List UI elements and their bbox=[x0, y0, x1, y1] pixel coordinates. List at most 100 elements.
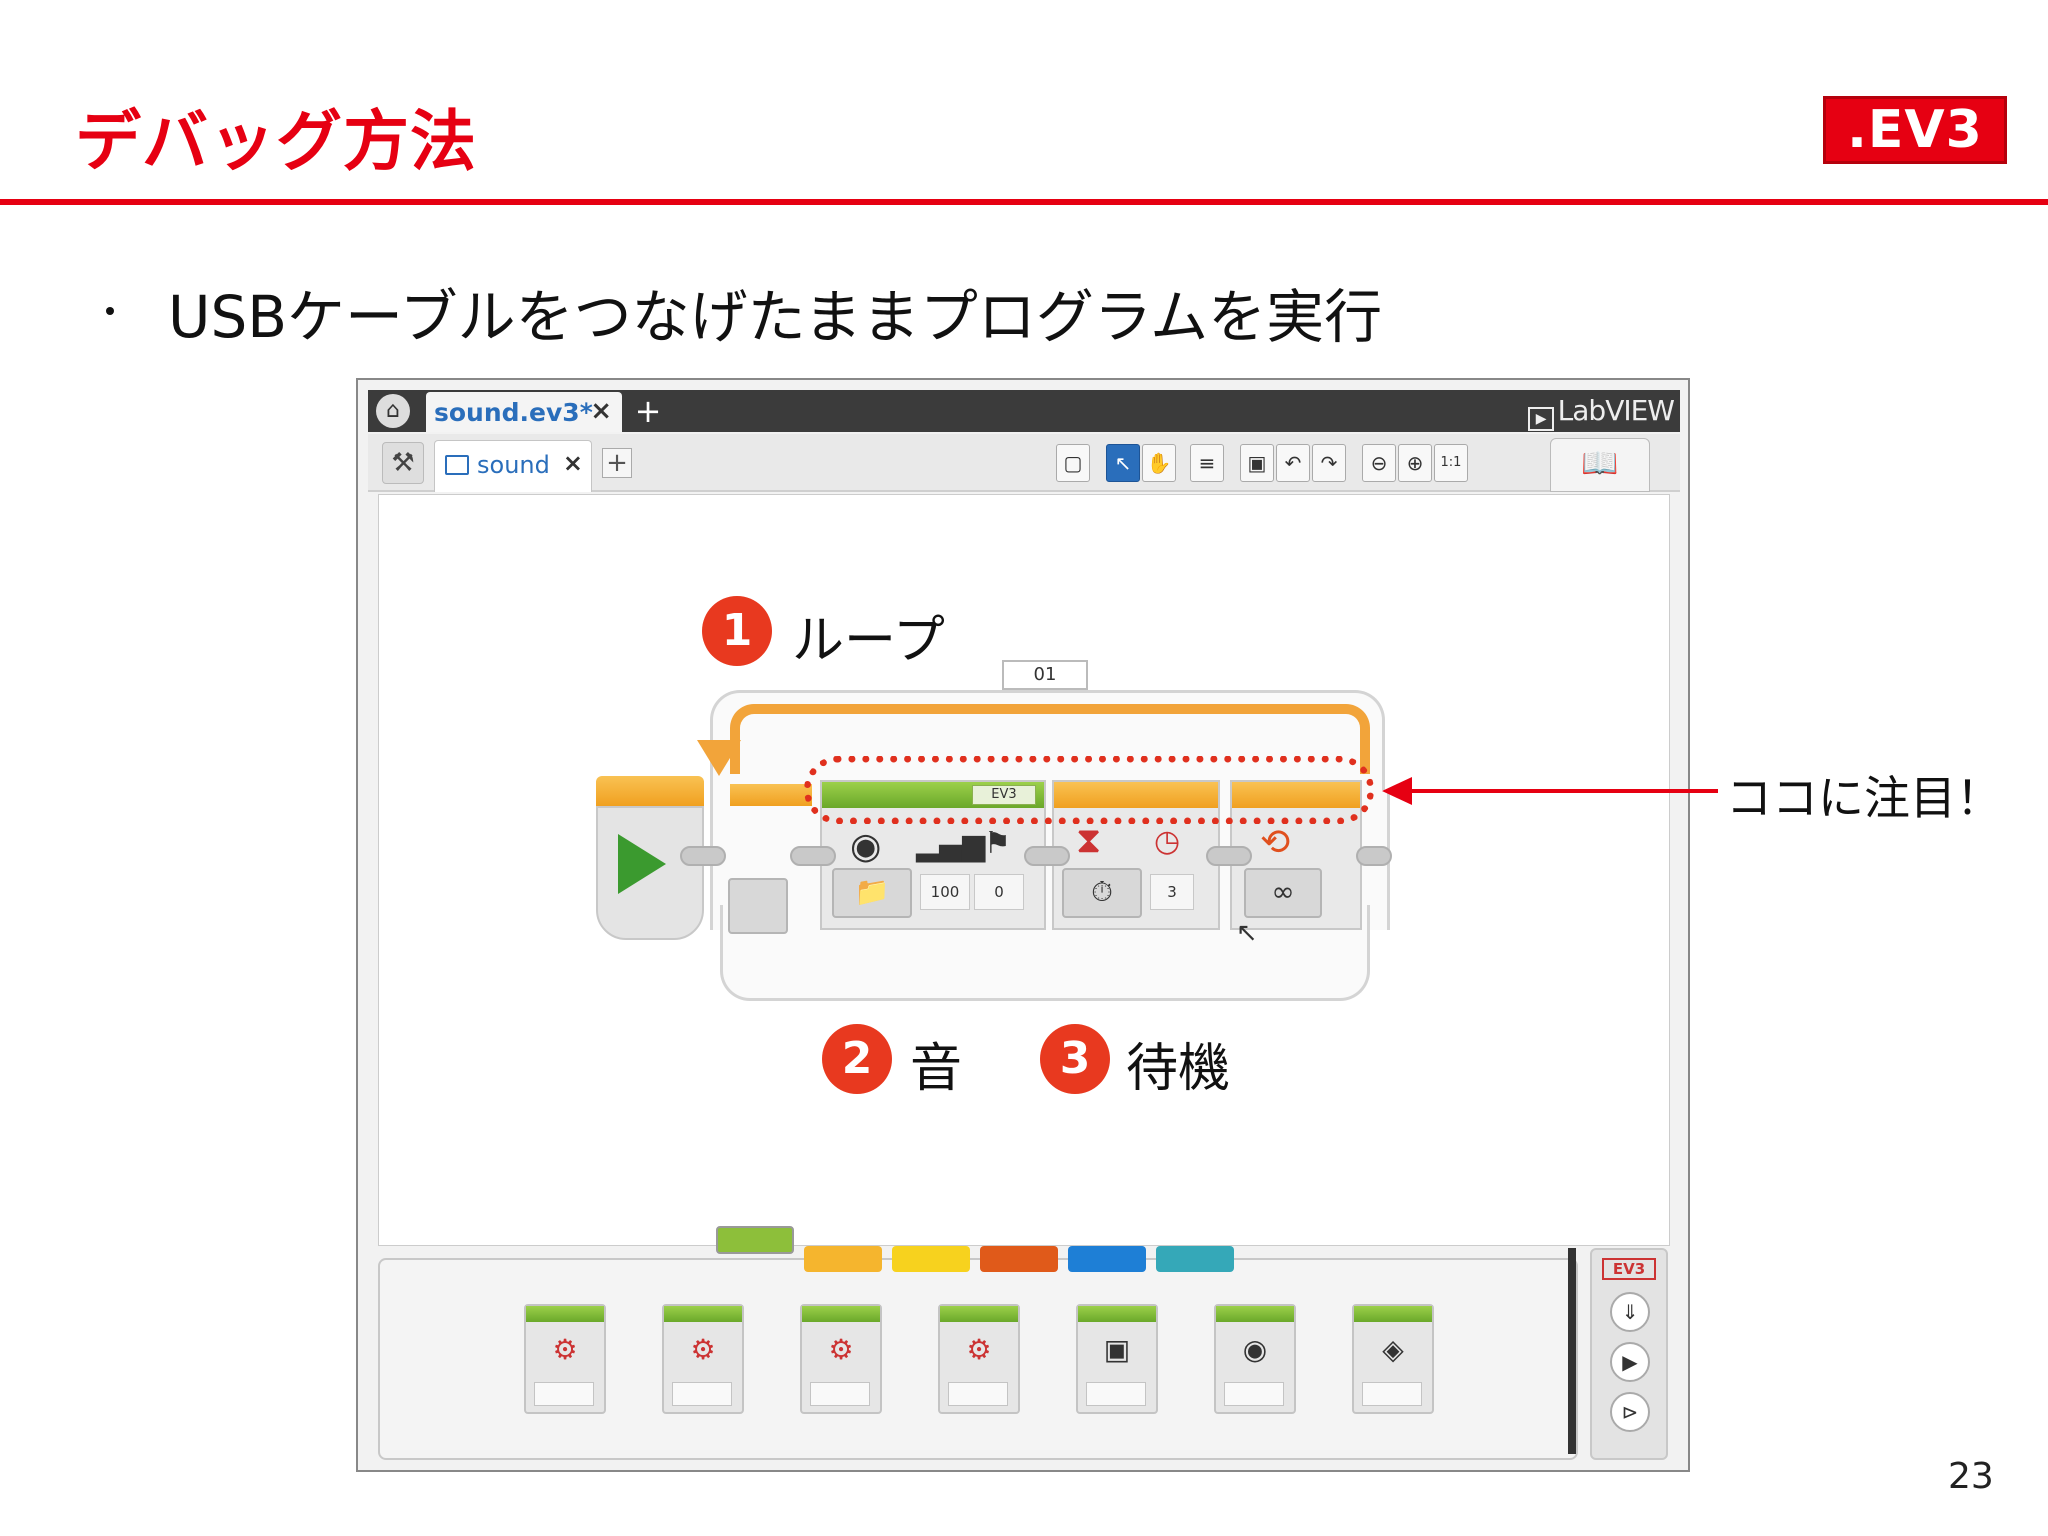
lobby-icon[interactable]: ⌂ bbox=[376, 394, 410, 428]
close-icon[interactable]: × bbox=[562, 449, 583, 477]
block-cap bbox=[664, 1306, 742, 1322]
mouse-cursor-icon: ↖ bbox=[1236, 918, 1258, 948]
block-mode-slot bbox=[1224, 1382, 1284, 1406]
palette-tab-my-blocks[interactable] bbox=[1156, 1246, 1234, 1272]
play-type-input[interactable]: 0 bbox=[974, 874, 1024, 910]
block-cap bbox=[1354, 1306, 1432, 1322]
sound-block-cap: EV3 bbox=[822, 782, 1044, 808]
loop-arrow-head-icon bbox=[697, 740, 741, 776]
block-mode-slot bbox=[948, 1382, 1008, 1406]
ev3-logo: .EV3 bbox=[1823, 96, 2007, 164]
callout-3-badge: 3 bbox=[1040, 1024, 1110, 1094]
loop-interrupt-slot[interactable] bbox=[728, 878, 788, 934]
sound-mode-selector[interactable]: 📁 bbox=[832, 868, 912, 918]
wait-mode-selector[interactable]: ⏱ bbox=[1062, 868, 1142, 918]
block-cap bbox=[1078, 1306, 1156, 1322]
comment-icon[interactable]: ▢ bbox=[1056, 444, 1090, 482]
bullet-icon bbox=[106, 307, 114, 315]
block-mode-slot bbox=[672, 1382, 732, 1406]
play-icon[interactable] bbox=[618, 834, 666, 894]
zoom-reset-button[interactable]: 1:1 bbox=[1434, 444, 1468, 482]
undo-icon[interactable]: ↶ bbox=[1276, 444, 1310, 482]
program-tab[interactable]: sound × bbox=[434, 440, 592, 492]
palette-tab-flow-control[interactable] bbox=[804, 1246, 882, 1272]
display-block[interactable]: ▣ bbox=[1076, 1304, 1158, 1414]
content-editor-book-icon[interactable]: 📖 bbox=[1550, 438, 1650, 492]
project-tab-bar: ⌂ sound.ev3* × + ▶LabVIEW bbox=[368, 390, 1680, 432]
loop-name[interactable]: 01 bbox=[1002, 660, 1088, 690]
palette-tab-sensor[interactable] bbox=[892, 1246, 970, 1272]
hourglass-icon: ⧗ bbox=[1076, 820, 1102, 861]
callout-2-badge: 2 bbox=[822, 1024, 892, 1094]
ev3-software-screenshot: ⌂ sound.ev3* × + ▶LabVIEW ⚒ sound × + ▢ … bbox=[356, 378, 1690, 1472]
download-icon[interactable]: ⇓ bbox=[1610, 1292, 1650, 1332]
zoom-in-icon[interactable]: ⊕ bbox=[1398, 444, 1432, 482]
bullet-text: USBケーブルをつなげたままプログラムを実行 bbox=[168, 283, 1383, 351]
project-tab[interactable]: sound.ev3* × bbox=[426, 392, 622, 432]
seconds-input[interactable]: 3 bbox=[1150, 874, 1194, 910]
loop-icon: ⟲ bbox=[1260, 822, 1291, 863]
program-icon bbox=[445, 455, 469, 475]
pan-hand-icon[interactable]: ✋ bbox=[1142, 444, 1176, 482]
sound-block[interactable]: EV3 ◉ ▂▄▆ ⚑ 📁 100 0 bbox=[820, 780, 1046, 930]
callout-1-badge: 1 bbox=[702, 596, 772, 666]
sequence-wire-connector[interactable] bbox=[790, 846, 836, 866]
labview-icon: ▶ bbox=[1527, 407, 1554, 431]
add-project-button[interactable]: + bbox=[634, 392, 662, 430]
block-mode-slot bbox=[1086, 1382, 1146, 1406]
sequence-wire-connector[interactable] bbox=[1024, 846, 1070, 866]
callout-sound-label: 音 bbox=[910, 1039, 963, 1099]
volume-input[interactable]: 100 bbox=[920, 874, 970, 910]
sequence-wire-connector[interactable] bbox=[680, 846, 726, 866]
sound-icon: ◉ bbox=[1242, 1333, 1268, 1366]
start-block-cap bbox=[596, 776, 704, 806]
labview-label: LabVIEW bbox=[1557, 394, 1675, 427]
volume-icon: ▂▄▆ bbox=[916, 828, 986, 863]
project-properties-wrench-icon[interactable]: ⚒ bbox=[382, 442, 424, 484]
slide-title: デバッグ方法 bbox=[75, 103, 477, 180]
highlight-dotted-outline bbox=[804, 756, 1374, 824]
brick-status-light-block[interactable]: ◈ bbox=[1352, 1304, 1434, 1414]
loop-mode-selector[interactable]: ∞ bbox=[1244, 868, 1322, 918]
large-motor-block[interactable]: ⚙ bbox=[662, 1304, 744, 1414]
title-divider bbox=[0, 199, 2048, 205]
palette-tab-advanced[interactable] bbox=[1068, 1246, 1146, 1272]
sound-icon: ◉ bbox=[850, 826, 882, 867]
medium-motor-block[interactable]: ⚙ bbox=[524, 1304, 606, 1414]
callout-wait-label: 待機 bbox=[1126, 1039, 1231, 1099]
block-cap bbox=[1216, 1306, 1294, 1322]
ev3-tag: EV3 bbox=[972, 785, 1036, 805]
ev3-brick-label[interactable]: EV3 bbox=[1602, 1258, 1656, 1280]
start-block[interactable] bbox=[596, 776, 704, 940]
block-mode-slot bbox=[810, 1382, 870, 1406]
sequence-wire-connector[interactable] bbox=[1206, 846, 1252, 866]
palette-tab-action[interactable] bbox=[716, 1226, 794, 1254]
program-toolbar: ⚒ sound × + ▢ ↖ ✋ ≡ ▣ ↶ ↷ ⊖ ⊕ 1:1 📖 bbox=[368, 434, 1680, 492]
focus-label: ココに注目！ bbox=[1726, 771, 2002, 825]
loop-start-cap bbox=[730, 784, 812, 806]
sound-block-palette[interactable]: ◉ bbox=[1214, 1304, 1296, 1414]
select-pointer-icon[interactable]: ↖ bbox=[1106, 444, 1140, 482]
hardware-page: EV3 ⇓ ▶ ⊳ bbox=[1590, 1248, 1668, 1460]
close-icon[interactable]: × bbox=[590, 396, 612, 426]
move-tank-block[interactable]: ⚙ bbox=[938, 1304, 1020, 1414]
sequence-wire-connector[interactable] bbox=[1356, 846, 1392, 866]
block-mode-slot bbox=[534, 1382, 594, 1406]
move-steering-block[interactable]: ⚙ bbox=[800, 1304, 882, 1414]
redo-icon[interactable]: ↷ bbox=[1312, 444, 1346, 482]
tank-icon: ⚙ bbox=[966, 1333, 992, 1366]
loop-arrow-icon bbox=[730, 704, 1370, 774]
zoom-out-icon[interactable]: ⊖ bbox=[1362, 444, 1396, 482]
wait-block[interactable]: ⧗ ◷ ⏱ 3 bbox=[1052, 780, 1220, 930]
steering-icon: ⚙ bbox=[828, 1333, 854, 1366]
save-icon[interactable]: ▣ bbox=[1240, 444, 1274, 482]
download-and-run-icon[interactable]: ▶ bbox=[1610, 1342, 1650, 1382]
comment-block-icon[interactable]: ≡ bbox=[1190, 444, 1224, 482]
play-type-flag-icon: ⚑ bbox=[984, 826, 1011, 861]
display-icon: ▣ bbox=[1103, 1333, 1131, 1366]
run-selected-icon[interactable]: ⊳ bbox=[1610, 1392, 1650, 1432]
add-program-button[interactable]: + bbox=[602, 448, 632, 478]
palette-tab-data-operations[interactable] bbox=[980, 1246, 1058, 1272]
motor-icon: ⚙ bbox=[690, 1333, 716, 1366]
